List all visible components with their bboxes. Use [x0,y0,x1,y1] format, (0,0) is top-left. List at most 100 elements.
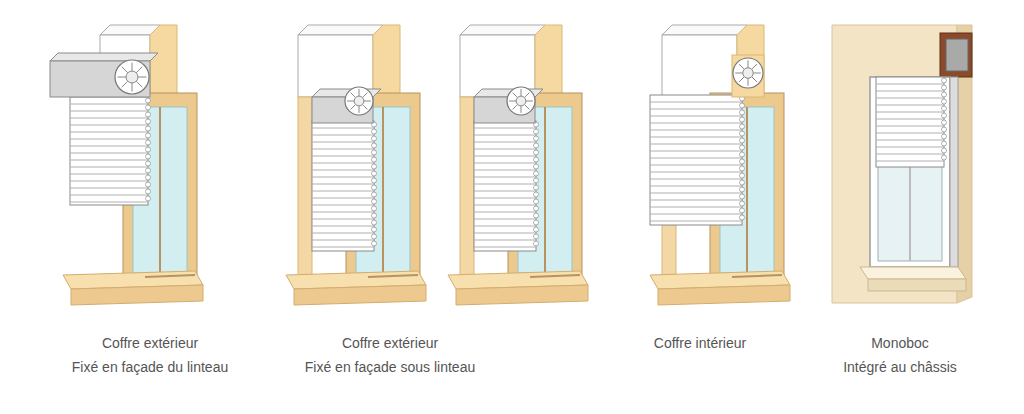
shutter-slat [650,109,742,110]
caption-text: Fixé en façade sous linteau [305,358,475,376]
slat-edge [372,150,377,155]
slat-edge [372,206,377,211]
slat-edge [534,157,539,162]
roller-spoke [347,101,354,102]
shutter-slat [876,105,944,106]
box-top [50,53,158,61]
roller-axis [516,96,526,106]
shutter-slat [876,154,944,155]
shutter-apron [876,77,944,167]
roller-spoke [138,77,147,78]
slat-edge [372,129,377,134]
wall-panel [832,25,957,303]
shutter-slat [474,219,536,220]
shutter-slat [650,165,742,166]
shutter-slat [474,226,536,227]
window-mullion [746,107,748,273]
slat-edge [534,171,539,176]
slat-edge [146,196,151,201]
slat-edge [740,166,745,171]
slat-edge [534,143,539,148]
roller-spoke [118,77,127,78]
side-rail [950,77,958,267]
slat-edge [372,227,377,232]
slat-edge [740,110,745,115]
shutter-slat [876,140,944,141]
shutter-slat [312,191,374,192]
shutter-slat [650,102,742,103]
slat-edge [372,220,377,225]
slat-edge [146,98,151,103]
shutter-slat [70,195,148,196]
slat-edge [740,124,745,129]
window-glass [878,165,942,261]
shutter-slat [876,147,944,148]
slat-edge [942,85,947,90]
roller-spoke [753,73,761,74]
slat-edge [146,182,151,187]
shutter-slat [650,193,742,194]
shutter-slat [474,177,536,178]
sill-front [658,285,790,305]
shutter-slat [312,205,374,206]
shutter-slat [70,181,148,182]
shutter-box [50,61,150,97]
slat-edge [942,99,947,104]
shutter-slat [474,191,536,192]
roller-spoke [524,104,529,109]
slat-edge [942,113,947,118]
slat-edge [146,168,151,173]
roller-axis [743,68,754,79]
roller-spoke [351,104,356,109]
slat-edge [740,215,745,220]
slat-edge [740,145,745,150]
shutter-slat [876,112,944,113]
shutter-slat [650,207,742,208]
wall-reveal [298,97,312,282]
shutter-slat [70,118,148,119]
shutter-slat [474,233,536,234]
slat-edge [534,192,539,197]
slat-edge [942,120,947,125]
shutter-slat [70,104,148,105]
sill-rail [145,275,195,277]
shutter-slat [474,128,536,129]
roller-spoke [359,106,360,113]
roller-spoke [122,67,128,73]
slat-edge [146,189,151,194]
shutter-apron [312,121,374,251]
lintel [662,35,737,97]
shutter-slat [312,219,374,220]
sill-rail [368,275,418,277]
slat-edge [372,185,377,190]
roller-spoke [362,93,367,98]
roller-spoke [526,101,533,102]
shutter-slat [650,137,742,138]
roller-spoke [739,64,744,69]
slat-edge [146,140,151,145]
lintel-top [298,25,383,35]
shutter-slat [650,186,742,187]
caption-text: Coffre intérieur [654,334,746,352]
roller-spoke [513,93,518,98]
slat-edge [942,92,947,97]
caption-text: Fixé en façade du linteau [72,358,228,376]
shutter-slat [70,174,148,175]
shutter-slat [650,151,742,152]
sill-rail [732,275,782,277]
slat-edge [372,178,377,183]
shutter-slat [474,205,536,206]
shutter-slat [70,139,148,140]
slat-edge [534,129,539,134]
lintel-top [662,25,747,35]
shutter-slat [876,84,944,85]
slat-edge [740,103,745,108]
slat-edge [534,227,539,232]
slat-edge [372,241,377,246]
window-mullion [544,107,546,273]
lintel-top [460,25,545,35]
sill-front [868,279,966,291]
window-illustration [286,25,426,305]
roller-spoke [136,81,142,87]
roller-spoke [132,63,133,72]
